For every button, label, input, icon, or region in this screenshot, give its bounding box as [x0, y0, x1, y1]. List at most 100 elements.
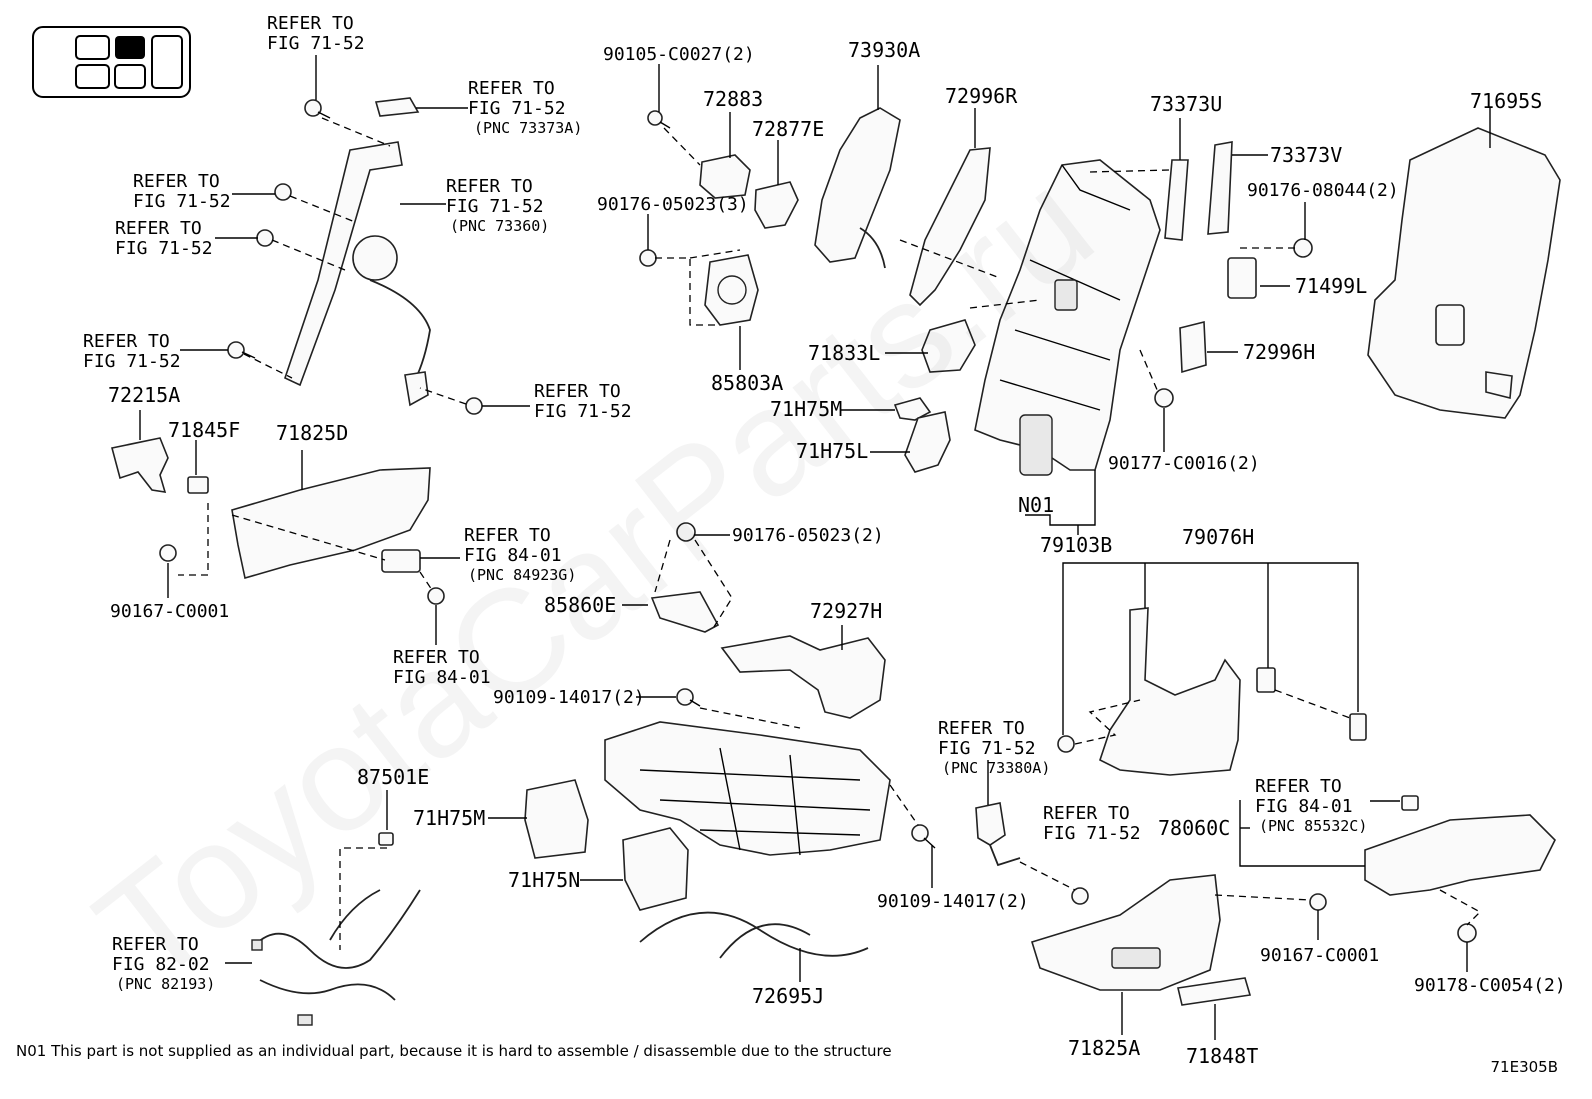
bolt-shape [676, 688, 701, 707]
callout-73373U[interactable]: 73373U [1150, 92, 1222, 116]
callout-72996R[interactable]: 72996R [945, 84, 1018, 108]
seat-belt-shape [284, 141, 431, 407]
cover-shape [893, 397, 932, 421]
callout-90177-C0016[interactable]: 90177-C0016(2) [1108, 453, 1260, 474]
bolt-shape [647, 110, 671, 129]
callout-71H75M-upper[interactable]: 71H75M [770, 397, 842, 421]
callout-90109-14017-upper[interactable]: 90109-14017(2) [493, 687, 645, 708]
seat-back-board-shape [1367, 127, 1561, 419]
diagram-code: 71E305B [1490, 1058, 1559, 1076]
callout-90178-C0054[interactable]: 90178-C0054(2) [1414, 975, 1566, 996]
bracket-shape [650, 591, 720, 633]
callout-79076H[interactable]: 79076H [1182, 525, 1254, 549]
callout-85860E[interactable]: 85860E [544, 593, 616, 617]
wire-harness-shape [254, 889, 421, 1001]
callout-72215A[interactable]: 72215A [108, 383, 180, 407]
callout-71845F[interactable]: 71845F [168, 418, 240, 442]
cover-shape [904, 411, 951, 473]
nut-shape [1293, 238, 1313, 258]
callout-73373V[interactable]: 73373V [1270, 143, 1342, 167]
seat-cushion-frame-shape [604, 721, 891, 856]
bolt-shape [1057, 735, 1075, 753]
pad-shape [622, 827, 689, 911]
bolt-shape [427, 587, 445, 605]
switch-opening-shape [1111, 947, 1161, 969]
callout-72996H[interactable]: 72996H [1243, 340, 1315, 364]
callout-78060C[interactable]: 78060C [1158, 816, 1230, 840]
parts-diagram: 71695S 73930A 72996R 73373U 73373V 90176… [32, 13, 1566, 1068]
callout-90109-14017-lower[interactable]: 90109-14017(2) [877, 891, 1029, 912]
callout-90176-05023-3[interactable]: 90176-05023(3) [597, 194, 749, 215]
connector-shape [297, 1014, 313, 1026]
switch-shape [381, 549, 421, 573]
callout-71695S[interactable]: 71695S [1470, 89, 1542, 113]
callout-71H75L[interactable]: 71H75L [796, 439, 868, 463]
bracket-shape [909, 147, 991, 307]
callout-71H75M-lower[interactable]: 71H75M [413, 806, 485, 830]
buckle-shape [975, 802, 1006, 846]
callout-90167-C0001-right[interactable]: 90167-C0001 [1260, 945, 1379, 966]
nut-shape [1154, 388, 1174, 408]
callout-71499L[interactable]: 71499L [1295, 274, 1367, 298]
callout-72695J[interactable]: 72695J [752, 984, 824, 1008]
callout-90176-05023-2[interactable]: 90176-05023(2) [732, 525, 884, 546]
callout-71848T[interactable]: 71848T [1186, 1044, 1258, 1068]
clip-shape [1256, 667, 1276, 693]
hinge-cover-shape [754, 181, 799, 229]
bracket-shape [720, 635, 886, 719]
callout-72927H[interactable]: 72927H [810, 599, 882, 623]
callout-71833L[interactable]: 71833L [808, 341, 880, 365]
console-box-shape [1364, 814, 1556, 896]
callout-90167-C0001-left[interactable]: 90167-C0001 [110, 601, 229, 622]
connector-shape [378, 832, 394, 846]
callout-87501E[interactable]: 87501E [357, 765, 429, 789]
clip-shape [1349, 713, 1367, 741]
board-slot-shape [1435, 304, 1465, 346]
callout-71825D[interactable]: 71825D [276, 421, 348, 445]
bolt-shape [227, 341, 256, 359]
cable-shape [639, 911, 869, 959]
callout-73930A[interactable]: 73930A [848, 38, 920, 62]
connector-shape [251, 939, 263, 951]
seat-back-frame-shape [974, 159, 1161, 476]
cover-shape [374, 97, 420, 117]
bolt-shape [911, 824, 936, 849]
callout-90176-08044[interactable]: 90176-08044(2) [1247, 180, 1399, 201]
nut-shape [639, 249, 657, 267]
latch-shape [1227, 257, 1257, 299]
nut-shape [274, 183, 292, 201]
callout-72883[interactable]: 72883 [703, 87, 763, 111]
callout-71H75N[interactable]: 71H75N [508, 868, 580, 892]
seat-shield-shape [231, 467, 431, 580]
strip-shape [1207, 141, 1233, 235]
callout-90105-C0027[interactable]: 90105-C0027(2) [603, 44, 755, 65]
callout-79103B[interactable]: 79103B [1040, 533, 1112, 557]
side-cover-shape [814, 107, 901, 263]
switch-shape [1401, 795, 1419, 811]
bracket-shape [699, 154, 751, 199]
bolt-shape [304, 99, 331, 119]
callout-72877E[interactable]: 72877E [752, 117, 824, 141]
handle-shape [111, 437, 169, 493]
callout-85803A[interactable]: 85803A [711, 371, 783, 395]
callout-71825A[interactable]: 71825A [1068, 1036, 1140, 1060]
motor-plate-shape [704, 254, 759, 326]
lower-shield-shape [1030, 874, 1221, 991]
callout-N01[interactable]: N01 [1018, 493, 1054, 517]
clip-shape [187, 476, 209, 494]
part-number-labels: 71695S 73930A 72996R 73373U 73373V 90176… [108, 38, 1566, 1068]
